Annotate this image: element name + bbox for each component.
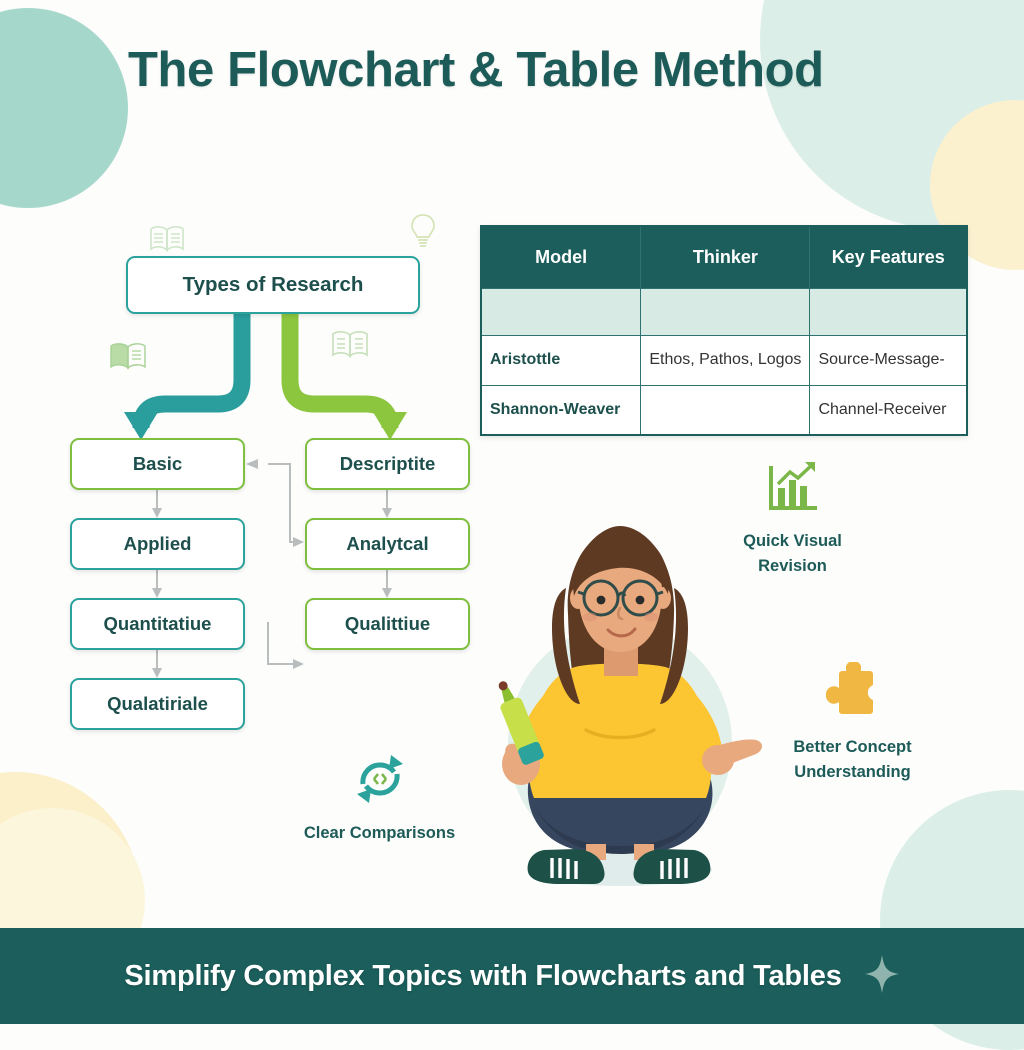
table-row: Aristottle Ethos, Pathos, Logos Source-M… bbox=[480, 334, 968, 386]
flow-node-label: Qualatiriale bbox=[107, 693, 208, 714]
benefit-label: Clear Comparisons bbox=[303, 824, 456, 842]
benefit-label-line1: Better Concept bbox=[793, 738, 912, 756]
table-cell-features: Source-Message- bbox=[809, 334, 968, 386]
flowchart-connectors bbox=[124, 314, 407, 678]
flow-node-analytical[interactable]: Analytcal bbox=[305, 518, 470, 570]
table-cell-model: Aristottle bbox=[480, 334, 642, 386]
flow-node-descriptive[interactable]: Descriptite bbox=[305, 438, 470, 490]
table-cell-model: Shannon-Weaver bbox=[480, 384, 642, 436]
background-circle-top-left bbox=[0, 8, 128, 208]
flow-node-label: Basic bbox=[132, 453, 183, 474]
benefit-clear-comparisons: Clear Comparisons bbox=[272, 752, 487, 846]
model-comparison-table: Model Thinker Key Features Aristottle Et… bbox=[480, 225, 968, 436]
table-cell-thinker: Ethos, Pathos, Logos bbox=[640, 334, 811, 386]
page-title: The Flowchart & Table Method bbox=[128, 43, 824, 97]
puzzle-piece-icon bbox=[760, 660, 945, 725]
flow-node-root[interactable]: Types of Research bbox=[126, 256, 420, 314]
benefit-label: Quick Visual Revision bbox=[700, 529, 885, 579]
flow-node-label: Analytcal bbox=[346, 533, 429, 554]
footer-tagline: Simplify Complex Topics with Flowcharts … bbox=[124, 959, 842, 992]
research-types-flowchart: Types of Research Basic Applied Quantita… bbox=[0, 190, 480, 760]
table-header-features[interactable]: Key Features bbox=[809, 226, 967, 288]
table-header-row: Model Thinker Key Features bbox=[481, 226, 967, 288]
flow-node-label: Qualittiue bbox=[344, 613, 431, 634]
benefit-label-line1: Quick Visual bbox=[743, 532, 842, 550]
table-header-thinker[interactable]: Thinker bbox=[640, 226, 811, 288]
four-point-star-icon bbox=[864, 954, 900, 999]
flow-node-label: Applied bbox=[123, 533, 192, 554]
flow-node-label: Types of Research bbox=[182, 273, 364, 296]
benefit-better-concept-understanding: Better Concept Understanding bbox=[760, 660, 945, 785]
flow-node-label: Descriptite bbox=[339, 453, 436, 474]
compare-refresh-icon bbox=[272, 752, 487, 811]
benefit-label: Better Concept Understanding bbox=[760, 735, 945, 785]
background-circle-top-right bbox=[760, 0, 1024, 230]
table-header-model[interactable]: Model bbox=[481, 226, 642, 288]
flow-node-label: Quantitatiue bbox=[103, 613, 212, 634]
benefit-quick-visual-revision: Quick Visual Revision bbox=[700, 458, 885, 579]
flow-node-quantitative[interactable]: Quantitatiue bbox=[70, 598, 245, 650]
flow-node-basic[interactable]: Basic bbox=[70, 438, 245, 490]
table-row: Shannon-Weaver Channel-Receiver bbox=[480, 384, 968, 436]
benefit-label-line2: Understanding bbox=[794, 762, 911, 781]
table-row bbox=[480, 287, 968, 336]
table-cell-model bbox=[480, 287, 642, 336]
benefit-label-line2: Revision bbox=[758, 556, 827, 575]
student-illustration bbox=[468, 518, 768, 893]
table-cell-thinker bbox=[640, 287, 811, 336]
flow-node-applied[interactable]: Applied bbox=[70, 518, 245, 570]
footer-banner: Simplify Complex Topics with Flowcharts … bbox=[0, 928, 1024, 1024]
flow-node-qualitative-right[interactable]: Qualittiue bbox=[305, 598, 470, 650]
table-cell-features: Channel-Receiver bbox=[809, 384, 968, 436]
bar-chart-growth-icon bbox=[700, 458, 885, 519]
table-cell-thinker bbox=[640, 384, 811, 436]
table-cell-features bbox=[809, 287, 968, 336]
flow-node-qualitative[interactable]: Qualatiriale bbox=[70, 678, 245, 730]
